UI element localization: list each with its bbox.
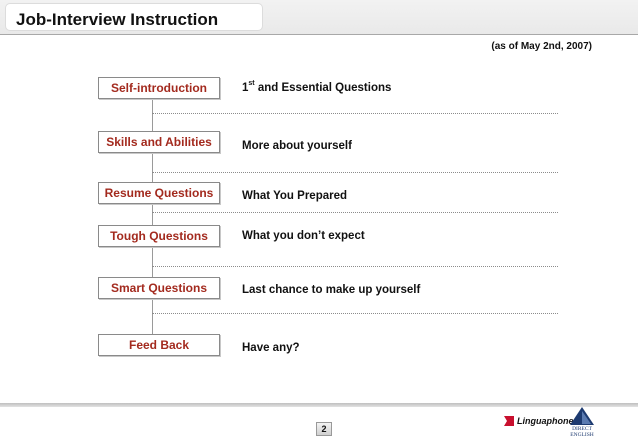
- date-note: (as of May 2nd, 2007): [491, 41, 592, 52]
- step-box-smart-questions: Smart Questions: [98, 277, 220, 299]
- footer-divider: [0, 403, 638, 407]
- step-description: What You Prepared: [242, 190, 348, 202]
- step-description-text: and Essential Questions: [254, 81, 392, 94]
- step-label: Self-introduction: [111, 81, 207, 95]
- direct-english-line-1: DIRECT: [572, 426, 592, 432]
- step-description: More about yourself: [242, 140, 352, 152]
- step-box-resume-questions: Resume Questions: [98, 182, 220, 204]
- linguaphone-logo: Linguaphone: [504, 415, 574, 427]
- direct-english-wordmark: DIRECT ENGLISH: [566, 426, 598, 438]
- step-description: Last chance to make up yourself: [242, 284, 421, 296]
- page-number: 2: [316, 422, 332, 436]
- step-label: Resume Questions: [104, 186, 214, 200]
- step-label: Tough Questions: [110, 229, 208, 243]
- step-description: 1st and Essential Questions: [242, 80, 392, 94]
- step-description: What you don’t expect: [242, 230, 365, 242]
- step-description-superscript: st: [248, 80, 255, 87]
- step-label: Smart Questions: [110, 281, 208, 295]
- linguaphone-mark-icon: [504, 416, 514, 426]
- step-divider: [152, 172, 558, 173]
- direct-english-line-2: ENGLISH: [570, 432, 594, 438]
- step-divider: [152, 313, 558, 314]
- step-box-self-introduction: Self-introduction: [98, 77, 220, 99]
- step-label: Feed Back: [128, 338, 190, 352]
- step-box-skills-abilities: Skills and Abilities: [98, 131, 220, 153]
- step-divider: [152, 212, 558, 213]
- flow-connector-line: [152, 98, 153, 344]
- step-description-ordinal: 1: [242, 81, 249, 94]
- step-description: Have any?: [242, 342, 300, 354]
- title-tab: Job-Interview Instruction: [6, 4, 262, 30]
- title-bar: Job-Interview Instruction: [0, 0, 638, 35]
- step-divider: [152, 266, 558, 267]
- direct-english-logo-icon: [570, 407, 594, 425]
- step-label: Skills and Abilities: [106, 135, 212, 149]
- step-box-feed-back: Feed Back: [98, 334, 220, 356]
- page-title: Job-Interview Instruction: [16, 10, 219, 29]
- linguaphone-wordmark: Linguaphone: [517, 416, 574, 426]
- step-box-tough-questions: Tough Questions: [98, 225, 220, 247]
- step-divider: [152, 113, 558, 114]
